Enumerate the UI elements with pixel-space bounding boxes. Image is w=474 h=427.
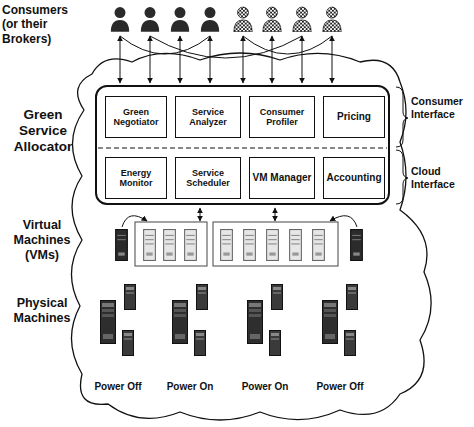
cloud-outline [71,53,431,420]
vm-icon [185,230,197,261]
vm-icon [313,230,325,261]
link-arc [120,36,210,54]
interface-label: Cloud Interface [411,165,473,190]
layer-label: Virtual Machines (VMs) [2,218,82,263]
control-arrow [275,208,276,221]
component-box: Green Negotiator [105,96,167,138]
request-arrow [210,36,211,83]
server-small [270,331,281,356]
interface-brackets [396,87,408,204]
vm-icon [164,230,176,261]
consumer-icon [111,7,129,32]
request-arrow [120,36,121,83]
server-tower [173,301,188,344]
bracket [396,87,408,147]
consumer-icon [201,7,219,32]
interface-label: Consumer Interface [411,95,473,120]
vm-icon [144,230,156,261]
component-box: VM Manager [249,157,315,199]
power-state: Power On [160,381,220,393]
power-state: Power Off [310,381,370,393]
consumer-arrows [120,36,332,83]
component-box: Consumer Profiler [249,96,315,138]
vm-icon [351,230,363,261]
component-name: Service Scheduler [176,168,240,189]
component-box: Pricing [323,96,385,138]
group-label: Consumers (or their Brokers) [2,3,82,46]
consumer-icons [111,7,341,32]
request-arrow [150,36,151,83]
broker-icon [263,7,281,32]
component-name: Pricing [337,111,371,123]
component-name: Consumer Profiler [250,107,314,128]
vm-icon [267,230,279,261]
link-arc [243,36,332,54]
component-name: Green Negotiator [106,107,166,128]
power-state: Power Off [88,381,148,393]
vm-icon [116,230,128,261]
control-arrow [200,208,201,221]
request-arrow [272,36,273,83]
request-arrow [180,36,181,83]
server-small [123,331,134,356]
vm-group [213,222,338,266]
component-box: Accounting [323,157,385,199]
broker-icon [323,7,341,32]
component-box: Energy Monitor [105,157,167,199]
server-small [125,285,136,310]
component-box: Service Analyzer [175,96,241,138]
interface-divider [98,147,387,148]
server-tower [101,301,116,344]
vm-group [135,222,207,266]
server-small [195,331,206,356]
server-small [197,285,208,310]
server-tower [323,301,338,344]
panel-heading: Green Service Allocator [2,107,84,156]
component-name: Service Analyzer [176,107,240,128]
vm-icon [244,230,256,261]
allocator-panel: Green Negotiator Service Analyzer Consumer… [95,85,390,205]
layer-label: Physical Machines [2,296,82,326]
request-arrow [243,36,244,83]
virtual-machines [116,222,363,266]
bracket [396,150,408,204]
server-tower [248,301,263,344]
component-box: Service Scheduler [175,157,241,199]
server-small [272,285,283,310]
broker-icon [234,7,252,32]
request-arrow [332,36,333,83]
broker-icon [293,7,311,32]
consumer-icon [171,7,189,32]
vm-icon [290,230,302,261]
request-arrow [302,36,303,83]
vm-icon [221,230,233,261]
link-arc [150,36,302,58]
physical-machines [101,285,358,356]
power-state: Power On [235,381,295,393]
component-name: VM Manager [253,172,312,184]
server-small [345,331,356,356]
component-name: Accounting [327,172,382,184]
consumer-icon [141,7,159,32]
server-small [347,285,358,310]
component-name: Energy Monitor [106,168,166,189]
